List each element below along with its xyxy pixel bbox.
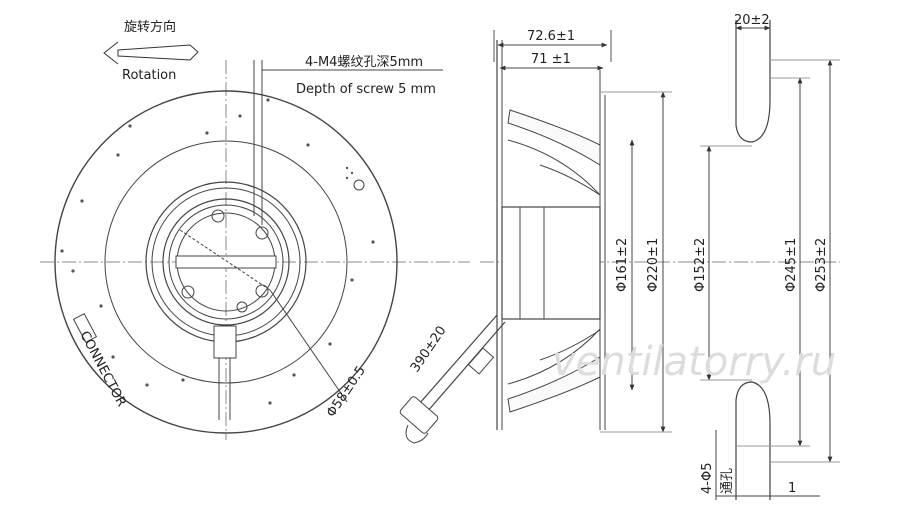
dia-max-label: Φ253±2 — [814, 238, 829, 292]
screw-en-label: Depth of screw 5 mm — [296, 82, 436, 97]
side-view — [480, 30, 700, 433]
blade-lower — [507, 356, 601, 413]
hub-diameter-leader — [269, 289, 348, 403]
dia-outer-label: Φ245±1 — [784, 238, 799, 292]
screw-hole — [211, 209, 225, 223]
blade-upper — [507, 139, 601, 196]
screw-hole — [236, 301, 248, 313]
blade-lower — [539, 329, 601, 361]
hub-core — [168, 204, 284, 320]
blade-upper — [507, 109, 601, 166]
connector-tail — [405, 424, 429, 444]
hub-bar — [175, 255, 277, 269]
cable-length-label: 390±20 — [408, 324, 450, 376]
outer-disk — [54, 90, 398, 434]
balance-dots — [60, 98, 375, 405]
label-plate — [72, 313, 98, 343]
blade-lower — [507, 328, 601, 385]
cable — [399, 314, 506, 444]
holes-note-label: 通孔 — [720, 468, 735, 494]
cable-exit — [213, 325, 237, 359]
cable-sleeve — [467, 347, 495, 375]
screw-hole — [255, 226, 269, 240]
inlet-ring-profile — [735, 20, 771, 143]
balance-marker — [353, 179, 365, 191]
depth-overall-label: 72.6±1 — [527, 29, 575, 44]
screw-hole — [255, 284, 269, 298]
blade-upper — [539, 164, 601, 196]
depth-body-label: 71 ±1 — [531, 52, 571, 67]
screw-hole — [181, 285, 195, 299]
dia-inlet-label: Φ152±2 — [693, 238, 708, 292]
rotation-arrow — [117, 44, 199, 61]
connector-label: CONNECTOR — [76, 329, 128, 410]
inlet-ring-profile — [735, 381, 771, 500]
rotation-en-label: Rotation — [122, 68, 176, 83]
screw-cn-label: 4-M4螺纹孔深5mm — [305, 55, 423, 70]
hub-inner — [162, 198, 290, 326]
holes-label: 4-Φ5 — [700, 463, 715, 494]
dia-motor-label: Φ161±2 — [615, 238, 630, 292]
offset-label: 20±2 — [734, 13, 770, 28]
motor-housing — [501, 206, 601, 320]
profile-view — [690, 20, 840, 500]
connector-body — [399, 396, 439, 434]
front-view — [40, 41, 470, 440]
thickness-label: 1 — [788, 481, 796, 496]
hub-diameter-leader — [179, 229, 271, 291]
dia-rotor-label: Φ220±1 — [646, 238, 661, 292]
watermark: ventilatorry.ru — [552, 339, 836, 385]
rotation-cn-label: 旋转方向 — [124, 19, 176, 35]
rotor-ring — [104, 140, 348, 384]
hub-diameter-label: Φ58±0.5 — [324, 363, 369, 420]
rotation-arrowhead — [103, 41, 119, 65]
